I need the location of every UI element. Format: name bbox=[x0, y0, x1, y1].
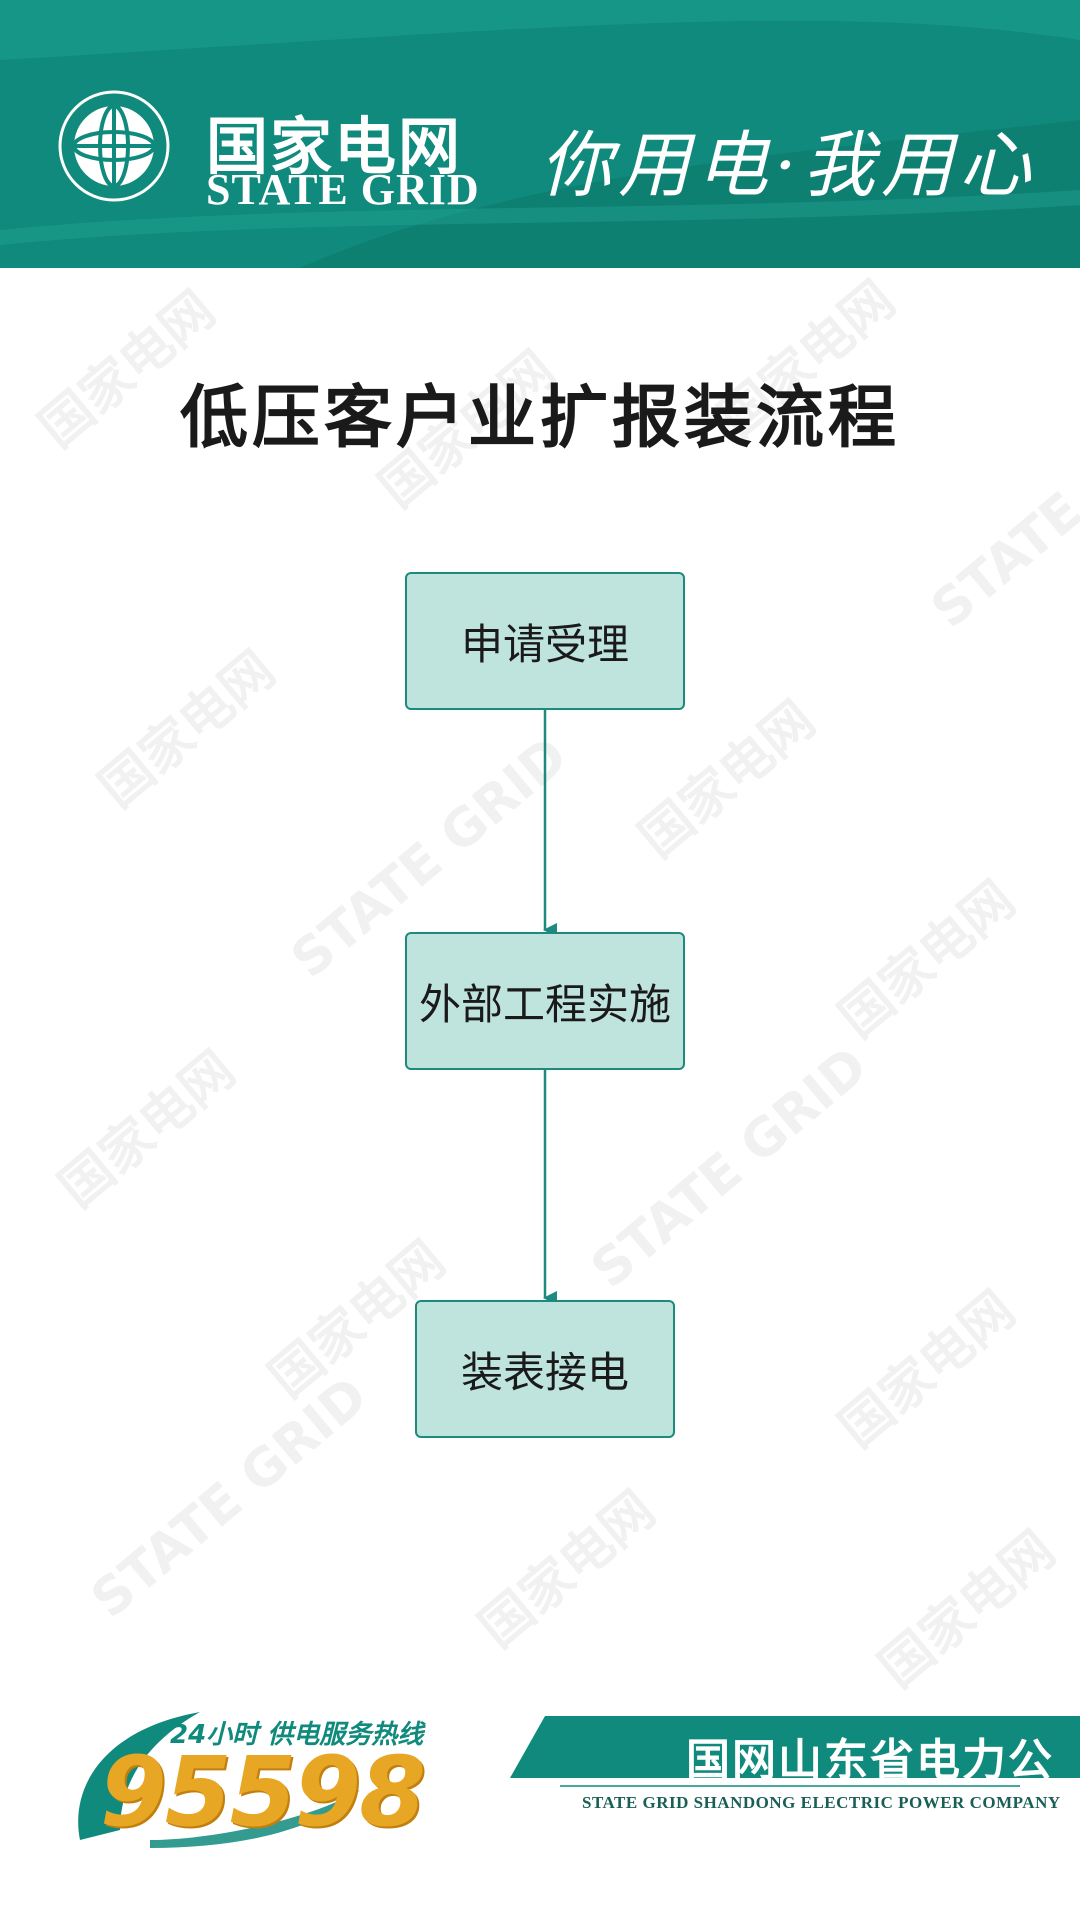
hotline-number: 95598 bbox=[100, 1736, 426, 1848]
page-title: 低压客户业扩报装流程 bbox=[179, 379, 900, 458]
hotline-swoosh-icon bbox=[78, 1712, 360, 1848]
brand-name-en: STATE GRID bbox=[206, 165, 480, 214]
header-wave-decoration bbox=[0, 0, 1080, 268]
company-name-cn: 国网山东省电力公司 bbox=[686, 1735, 1054, 1850]
brand-name-cn: 国家电网 bbox=[206, 110, 463, 183]
state-grid-logo-icon bbox=[58, 90, 170, 202]
hotline-tagline: 24小时 供电服务热线 bbox=[170, 1720, 424, 1750]
flow-step-application: 申请受理 bbox=[405, 572, 685, 710]
slogan: 你用电·我用心 bbox=[540, 123, 1037, 207]
flow-step-meter-connection: 装表接电 bbox=[415, 1300, 675, 1438]
header-banner: 国家电网 STATE GRID 你用电·我用心 bbox=[0, 0, 1080, 268]
flow-step-external-works: 外部工程实施 bbox=[405, 932, 685, 1070]
company-name-en: STATE GRID SHANDONG ELECTRIC POWER COMPA… bbox=[582, 1793, 1061, 1812]
